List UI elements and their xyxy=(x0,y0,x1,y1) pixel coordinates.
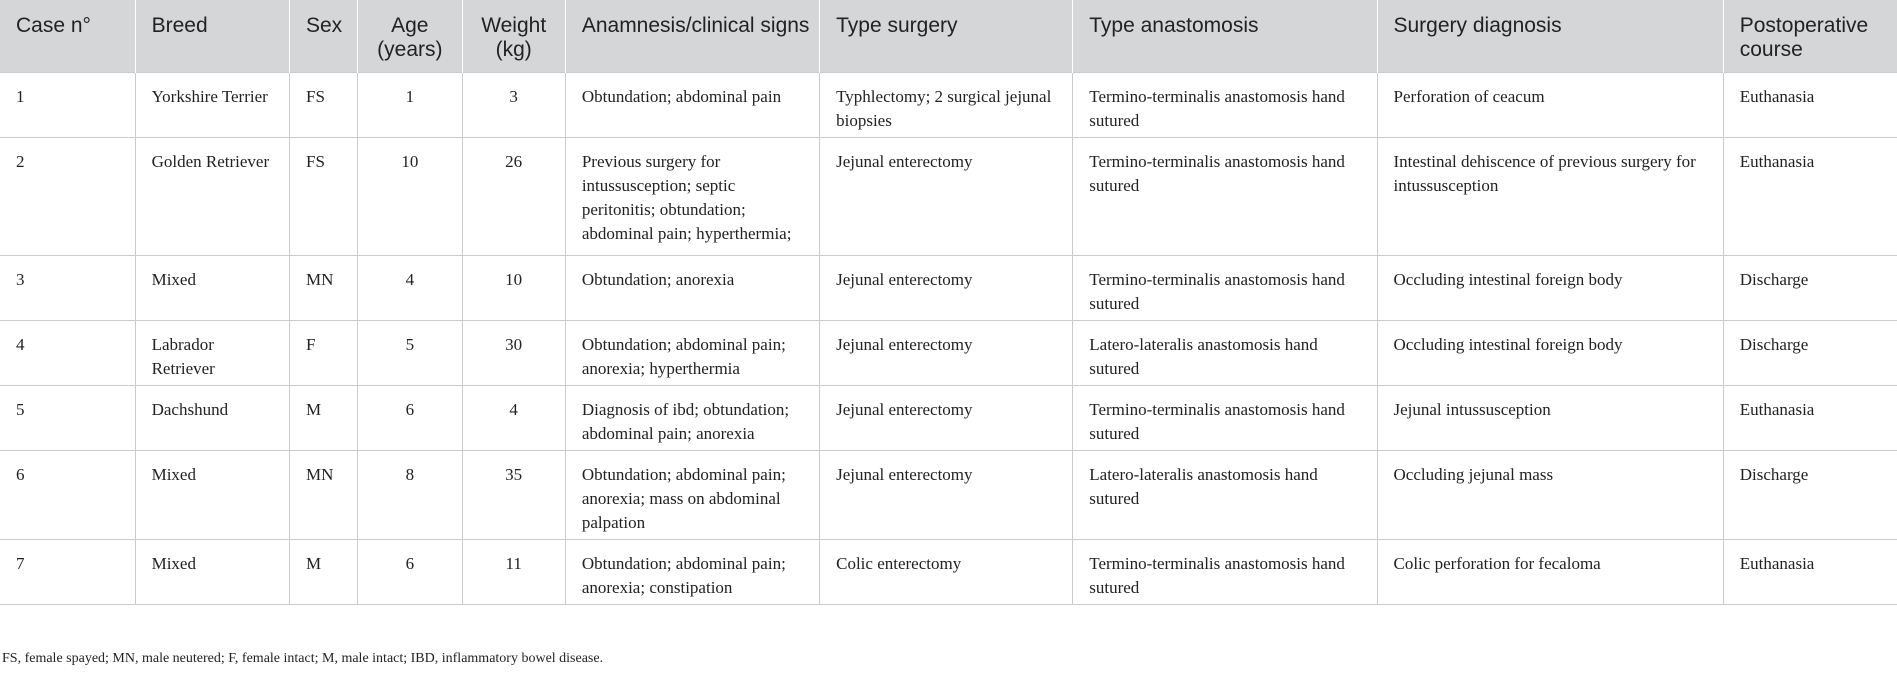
header-type-anastomosis: Type anastomosis xyxy=(1072,0,1377,73)
cell-sex: FS xyxy=(288,137,359,256)
table-row: 3 Mixed MN 4 10 Obtundation; anorexia Je… xyxy=(0,255,1897,321)
table-row: 6 Mixed MN 8 35 Obtundation; abdominal p… xyxy=(0,450,1897,540)
header-row: Case n° Breed Sex Age (years) Weight (kg… xyxy=(0,0,1897,73)
header-surgery-diagnosis: Surgery diagnosis xyxy=(1376,0,1724,73)
table-row: 2 Golden Retriever FS 10 26 Previous sur… xyxy=(0,137,1897,256)
cell-postoperative-course: Euthanasia xyxy=(1722,72,1897,138)
cell-case-number: 5 xyxy=(0,385,136,451)
cell-type-anastomosis: Termino-terminalis anastomosis hand sutu… xyxy=(1072,385,1378,451)
cell-weight: 11 xyxy=(461,539,566,605)
header-case-number: Case n° xyxy=(0,0,136,73)
cell-surgery-diagnosis: Occluding intestinal foreign body xyxy=(1376,255,1724,321)
cell-postoperative-course: Euthanasia xyxy=(1722,539,1897,605)
cell-age: 8 xyxy=(357,450,463,540)
cell-type-surgery: Jejunal enterectomy xyxy=(819,320,1074,386)
cell-age: 1 xyxy=(357,72,463,138)
cell-age: 10 xyxy=(357,137,463,256)
cell-anamnesis: Obtundation; abdominal pain xyxy=(564,72,821,138)
cell-postoperative-course: Discharge xyxy=(1722,320,1897,386)
cell-breed: Mixed xyxy=(134,450,290,540)
cell-weight: 35 xyxy=(461,450,566,540)
cell-weight: 30 xyxy=(461,320,566,386)
cell-postoperative-course: Euthanasia xyxy=(1722,137,1897,256)
cell-postoperative-course: Discharge xyxy=(1722,255,1897,321)
case-table: Case n° Breed Sex Age (years) Weight (kg… xyxy=(0,0,1897,605)
cell-anamnesis: Diagnosis of ibd; obtundation; abdominal… xyxy=(564,385,821,451)
cell-type-surgery: Jejunal enterectomy xyxy=(819,450,1074,540)
cell-type-surgery: Typhlectomy; 2 surgical jejunal biopsies xyxy=(819,72,1074,138)
cell-postoperative-course: Euthanasia xyxy=(1722,385,1897,451)
cell-breed: Golden Retriever xyxy=(134,137,290,256)
cell-case-number: 2 xyxy=(0,137,136,256)
cell-type-anastomosis: Termino-terminalis anastomosis hand sutu… xyxy=(1072,539,1378,605)
cell-weight: 26 xyxy=(461,137,566,256)
header-breed: Breed xyxy=(134,0,290,73)
cell-age: 5 xyxy=(357,320,463,386)
cell-case-number: 1 xyxy=(0,72,136,138)
cell-weight: 3 xyxy=(461,72,566,138)
cell-type-surgery: Jejunal enterectomy xyxy=(819,255,1074,321)
cell-breed: Labrador Retriever xyxy=(134,320,290,386)
cell-case-number: 6 xyxy=(0,450,136,540)
cell-age: 4 xyxy=(357,255,463,321)
cell-type-anastomosis: Termino-terminalis anastomosis hand sutu… xyxy=(1072,137,1378,256)
cell-anamnesis: Obtundation; abdominal pain; anorexia; c… xyxy=(564,539,821,605)
cell-surgery-diagnosis: Occluding intestinal foreign body xyxy=(1376,320,1724,386)
cell-surgery-diagnosis: Colic perforation for fecaloma xyxy=(1376,539,1724,605)
cell-type-surgery: Jejunal enterectomy xyxy=(819,137,1074,256)
cell-type-anastomosis: Termino-terminalis anastomosis hand sutu… xyxy=(1072,255,1378,321)
cell-type-surgery: Colic enterectomy xyxy=(819,539,1074,605)
cell-weight: 4 xyxy=(461,385,566,451)
cell-case-number: 4 xyxy=(0,320,136,386)
cell-type-surgery: Jejunal enterectomy xyxy=(819,385,1074,451)
table-row: 4 Labrador Retriever F 5 30 Obtundation;… xyxy=(0,320,1897,386)
cell-surgery-diagnosis: Perforation of ceacum xyxy=(1376,72,1724,138)
cell-anamnesis: Obtundation; abdominal pain; anorexia; m… xyxy=(564,450,821,540)
header-weight: Weight (kg) xyxy=(461,0,566,73)
cell-case-number: 3 xyxy=(0,255,136,321)
cell-breed: Yorkshire Terrier xyxy=(134,72,290,138)
cell-type-anastomosis: Latero-lateralis anastomosis hand suture… xyxy=(1072,320,1378,386)
cell-anamnesis: Obtundation; abdominal pain; anorexia; h… xyxy=(564,320,821,386)
cell-type-anastomosis: Termino-terminalis anastomosis hand sutu… xyxy=(1072,72,1378,138)
header-age: Age (years) xyxy=(357,0,463,73)
header-type-surgery: Type surgery xyxy=(819,0,1073,73)
cell-breed: Dachshund xyxy=(134,385,290,451)
header-anamnesis: Anamnesis/clinical signs xyxy=(564,0,820,73)
cell-surgery-diagnosis: Occluding jejunal mass xyxy=(1376,450,1724,540)
table-row: 7 Mixed M 6 11 Obtundation; abdominal pa… xyxy=(0,539,1897,605)
cell-weight: 10 xyxy=(461,255,566,321)
cell-postoperative-course: Discharge xyxy=(1722,450,1897,540)
table-row: 1 Yorkshire Terrier FS 1 3 Obtundation; … xyxy=(0,72,1897,138)
cell-surgery-diagnosis: Jejunal intussusception xyxy=(1376,385,1724,451)
header-sex: Sex xyxy=(288,0,358,73)
cell-sex: M xyxy=(288,385,359,451)
table-footnote: FS, female spayed; MN, male neutered; F,… xyxy=(2,651,604,666)
cell-sex: FS xyxy=(288,72,359,138)
cell-type-anastomosis: Latero-lateralis anastomosis hand suture… xyxy=(1072,450,1378,540)
cell-sex: MN xyxy=(288,255,359,321)
cell-age: 6 xyxy=(357,385,463,451)
cell-sex: M xyxy=(288,539,359,605)
cell-sex: F xyxy=(288,320,359,386)
cell-surgery-diagnosis: Intestinal dehiscence of previous surger… xyxy=(1376,137,1724,256)
cell-age: 6 xyxy=(357,539,463,605)
cell-breed: Mixed xyxy=(134,539,290,605)
cell-anamnesis: Obtundation; anorexia xyxy=(564,255,821,321)
header-postoperative-course: Postoperative course xyxy=(1722,0,1897,73)
table-row: 5 Dachshund M 6 4 Diagnosis of ibd; obtu… xyxy=(0,385,1897,451)
cell-sex: MN xyxy=(288,450,359,540)
cell-case-number: 7 xyxy=(0,539,136,605)
cell-anamnesis: Previous surgery for intussusception; se… xyxy=(564,137,821,256)
cell-breed: Mixed xyxy=(134,255,290,321)
